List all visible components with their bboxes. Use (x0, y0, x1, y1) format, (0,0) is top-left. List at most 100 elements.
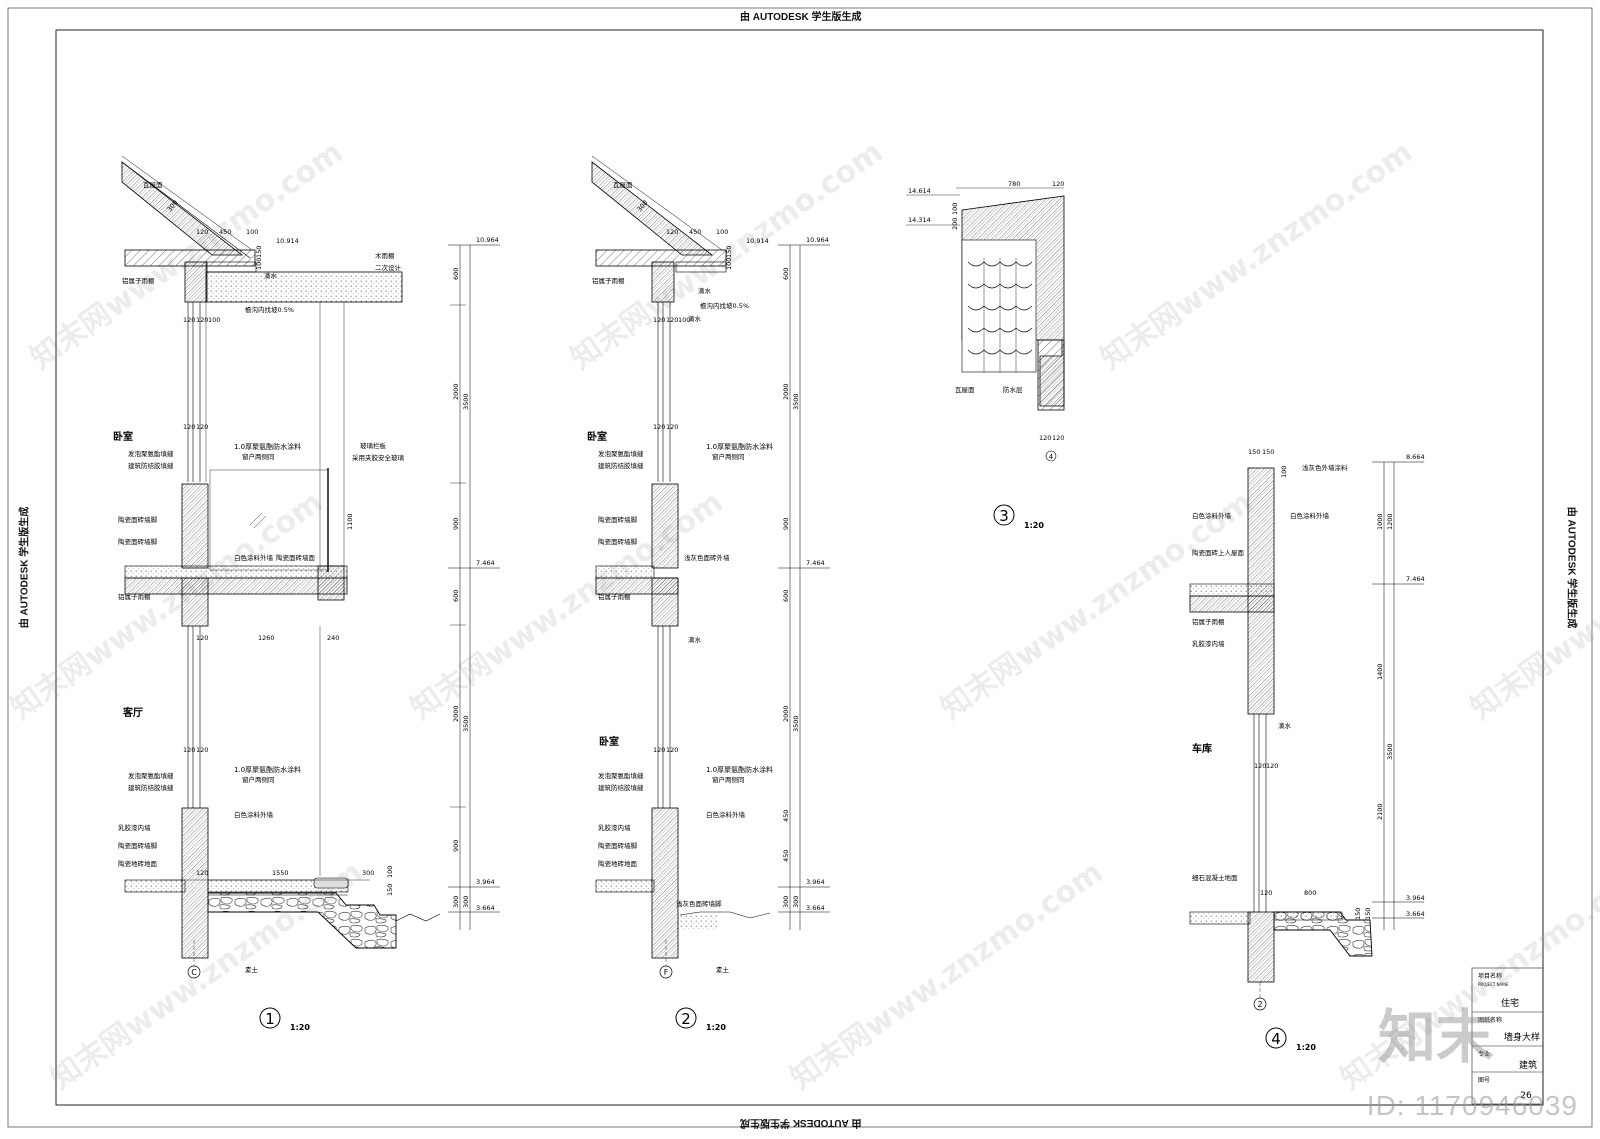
annotation-text: 浅灰色面砖外墙 (684, 553, 730, 562)
annotation-text: 7.464 (1406, 575, 1425, 583)
annotation-text: 发泡聚氨酯填缝 (598, 449, 644, 458)
annotation-text: 白色涂料外墙 (1192, 511, 1232, 520)
room-label-bedroom: 卧室 (599, 735, 619, 748)
annotation-text: 120 (196, 746, 208, 754)
annotation-text: 900 (452, 840, 460, 852)
elevation: 7.464 (476, 559, 495, 567)
annotation-text: 3.664 (1406, 910, 1425, 918)
annotation-text: 14.614 (908, 187, 931, 195)
room-label-bedroom: 卧室 (113, 430, 133, 443)
annotation-text: 200 (951, 218, 959, 230)
annotation-text: 4 (1049, 453, 1054, 461)
annotation-text: 窗户两侧同 (242, 775, 275, 784)
section-3: 14.614 14.314 780 120 100 200 瓦屋面 防水层 12… (906, 180, 1064, 530)
annotation-text: 1400 (1376, 663, 1384, 680)
annotation-text: 陶瓷面砖墙脚 (118, 537, 158, 546)
annotation-text: 3500 (462, 715, 470, 732)
annotation-text: 100 (725, 258, 733, 270)
annotation-text: 300 (792, 896, 800, 908)
annotation-text: 100 (1280, 466, 1288, 478)
autodesk-stamp-left: 由 AUTODESK 学生版生成 (19, 506, 31, 629)
wall-lower (181, 807, 209, 959)
watermark-text: 知末网www.znzmo.com (1095, 135, 1420, 377)
annotation-text: 铝属子雨棚 (592, 276, 625, 285)
slope-note: 檐沟内找坡0.5% (245, 305, 294, 314)
annotation-text: 2000 (782, 383, 790, 400)
annotation-text: 120 (1052, 180, 1064, 188)
roof-elevation: 10.914 (276, 237, 299, 245)
annotation-text: 1000 (1376, 513, 1384, 530)
annotation-text: 建筑防结胶填缝 (128, 783, 174, 792)
autodesk-stamp-bottom: 由 AUTODESK 学生版生成 (740, 1117, 862, 1128)
annotation-text: 项目名称 (1478, 972, 1502, 980)
brand-watermark: 知末 (1378, 1003, 1495, 1071)
elevation: 10.964 (476, 236, 499, 244)
annotation-text: 150 (386, 884, 394, 896)
annotation-text: 600 (782, 590, 790, 602)
annotation-text: 120 (183, 316, 195, 324)
inner-frame (55, 29, 1544, 1106)
annotation-text: 3500 (792, 715, 800, 732)
annotation-text: 白色涂料外墙 (234, 553, 274, 562)
annotation-text: 120 (1039, 434, 1051, 442)
section-scale: 1:20 (706, 1023, 726, 1032)
annotation-text: 图号 (1478, 1077, 1490, 1084)
annotation-text: 300 (362, 869, 374, 877)
annotation-text: 100 (951, 203, 959, 215)
annotation-text: 滴水 (688, 635, 702, 644)
annotation-text: 铝属子雨棚 (122, 276, 155, 285)
annotation-text: 7.464 (806, 559, 825, 567)
annotation-text: 窗户两侧同 (242, 452, 275, 461)
annotation-text: 120 (666, 746, 678, 754)
annotation-text: 陶瓷地砖地面 (118, 859, 158, 868)
annotation-text: 铝属子雨棚 (118, 592, 151, 601)
annotation-text: 乳胶漆内墙 (1192, 639, 1225, 648)
annotation-text: 陶瓷面砖上人屋面 (1192, 548, 1245, 557)
annotation-text: 300 (462, 896, 470, 908)
annotation-text: 采用夹胶安全玻璃 (352, 453, 405, 462)
watermark-text: 知末网www.znzmo.com (785, 855, 1110, 1097)
annotation-text: 120 (666, 316, 678, 324)
annotation-text: 600 (452, 268, 460, 280)
room-label-living: 客厅 (122, 706, 143, 719)
annotation-text: 细石混凝土地面 (1192, 873, 1238, 882)
annotation-text: 瓦屋面 (613, 181, 633, 189)
annotation-text: 发泡聚氨酯填缝 (598, 771, 644, 780)
annotation-text: 120 (196, 423, 208, 431)
annotation-text: 白色涂料外墙 (234, 810, 274, 819)
annotation-text: 150 (255, 246, 263, 258)
annotation-text: 2000 (782, 705, 790, 722)
annotation-text: 图纸名称 (1478, 1016, 1502, 1024)
annotation-text: 450 (782, 850, 790, 862)
annotation-text: 3500 (462, 393, 470, 410)
annotation-text: 900 (452, 518, 460, 530)
annotation-text: 120 (196, 634, 208, 642)
annotation-text: 2000 (452, 383, 460, 400)
annotation-text: 8.664 (1406, 453, 1425, 461)
annotation-text: 150 (1262, 448, 1274, 456)
floor-slab (124, 577, 348, 595)
annotation-text: 滴水 (1278, 721, 1292, 730)
annotation-text: 二次设计 (375, 263, 402, 272)
annotation-text: 陶瓷面砖墙脚 (598, 515, 638, 524)
roof-tiles (961, 239, 1037, 373)
annotation-text: 素土 (245, 965, 259, 974)
annotation-text: 240 (327, 634, 339, 642)
wall (181, 483, 209, 569)
annotation-text: 陶瓷面砖墙脚 (598, 537, 638, 546)
annotation-text: 3.964 (1406, 894, 1425, 902)
annotation-text: 3.964 (806, 878, 825, 886)
annotation-text: 1550 (272, 869, 289, 877)
annotation-text: 120 (1254, 762, 1266, 770)
annotation-text: 120 (1266, 762, 1278, 770)
annotation-text: PROJECT NAME (1478, 982, 1509, 987)
annotation-text: 2100 (1376, 803, 1384, 820)
annotation-text: 建筑防结胶填缝 (598, 461, 644, 470)
annotation-text: 100 (246, 228, 258, 236)
annotation-text: 滴水 (688, 314, 702, 323)
annotation-text: 1.0厚聚氨酯防水涂料 (706, 442, 773, 451)
outer-border (7, 7, 1593, 1128)
autodesk-stamp-top: 由 AUTODESK 学生版生成 (740, 12, 862, 23)
section-scale: 1:20 (1024, 521, 1044, 530)
section-number: 4 (1271, 1030, 1281, 1048)
